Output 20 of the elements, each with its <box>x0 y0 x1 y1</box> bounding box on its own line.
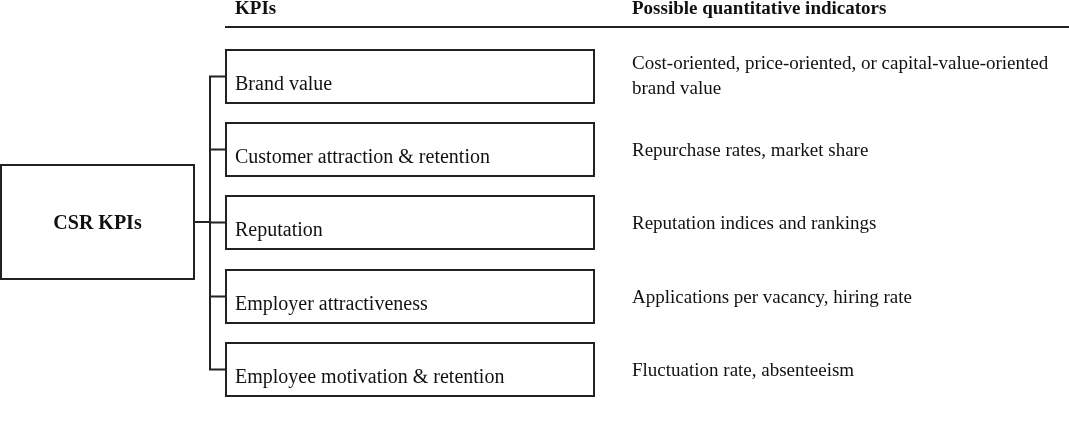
indicator-text: Repurchase rates, market share <box>632 138 870 162</box>
kpi-box <box>225 342 595 397</box>
column-header: KPIs <box>235 0 277 19</box>
indicator-text: Reputation indices and rankings <box>632 211 878 235</box>
indicator-text: Applications per vacancy, hiring rate <box>632 285 913 309</box>
root-box <box>0 164 195 280</box>
kpi-box <box>225 269 595 324</box>
node-label: Customer attraction & retention <box>235 145 490 168</box>
connector-line <box>194 221 226 371</box>
node-label: CSR KPIs <box>53 210 142 234</box>
indicator-text: Cost-oriented, price-oriented, or capital-value-oriented brand value <box>632 51 1050 100</box>
node-label: Employee motivation & retention <box>235 365 505 388</box>
node-label: Reputation <box>235 218 323 241</box>
kpi-box <box>225 122 595 177</box>
kpi-box <box>225 49 595 104</box>
column-header: Possible quantitative indicators <box>632 0 887 19</box>
indicator-text: Fluctuation rate, absenteeism <box>632 358 856 382</box>
kpi-box <box>225 195 595 250</box>
node-label: Employer attractiveness <box>235 292 428 315</box>
node-label: Brand value <box>235 72 333 95</box>
